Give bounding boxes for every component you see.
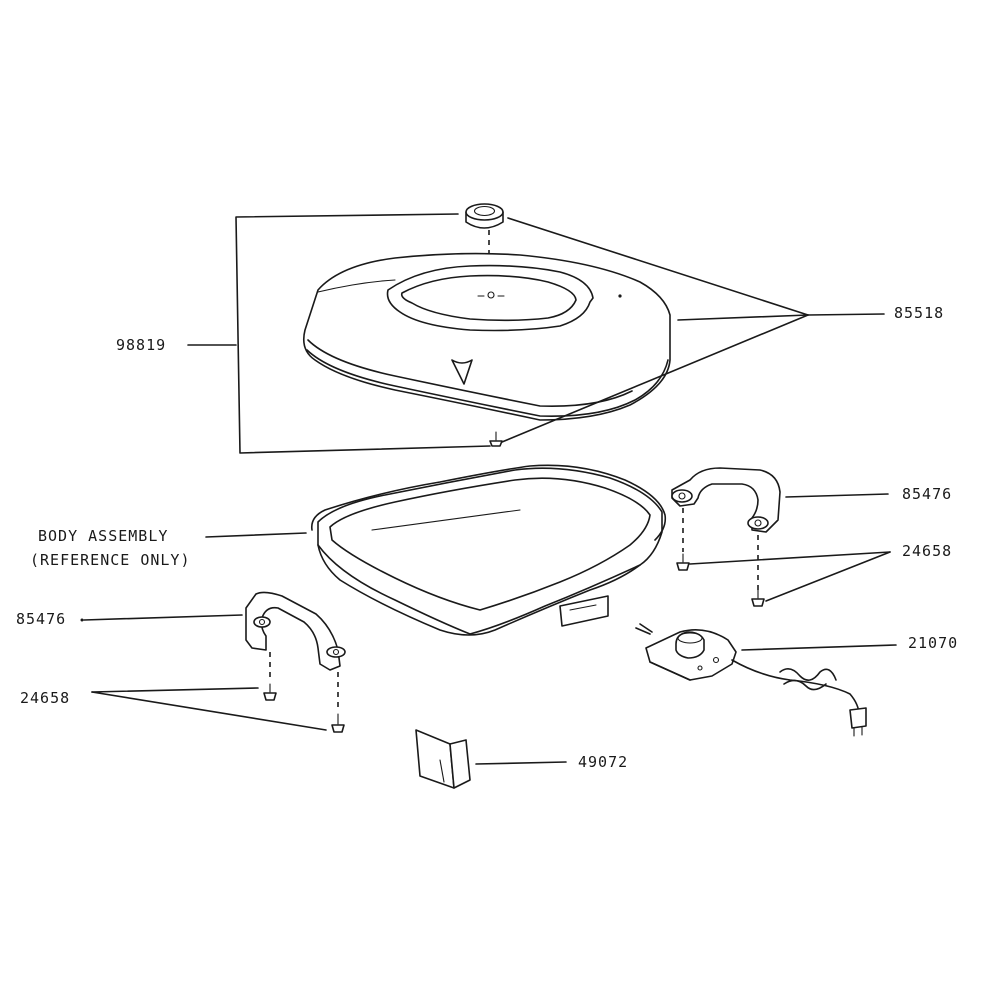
leader-85476-left <box>80 614 243 622</box>
instruction-booklet-drawing <box>415 729 471 789</box>
leader-98819 <box>187 213 491 454</box>
right-handle-drawing <box>671 467 781 533</box>
callout-body-assembly: BODY ASSEMBLY <box>38 527 168 545</box>
leader-24658-right <box>689 551 891 602</box>
callout-85476-right: 85476 <box>902 485 952 503</box>
leader-85518 <box>501 217 885 443</box>
lid-knob <box>465 203 504 229</box>
callout-body-reference: (REFERENCE ONLY) <box>30 551 191 569</box>
callout-85518: 85518 <box>894 304 944 322</box>
left-screws-drawing <box>263 652 345 733</box>
leader-body-assembly <box>205 532 307 538</box>
callout-24658-right: 24658 <box>902 542 952 560</box>
callout-24658-left: 24658 <box>20 689 70 707</box>
callout-85476-left: 85476 <box>16 610 66 628</box>
lid-screw <box>489 431 503 447</box>
left-handle-drawing <box>245 591 346 671</box>
leader-21070 <box>741 644 897 651</box>
leader-24658-left <box>91 687 327 731</box>
callout-98819: 98819 <box>116 336 166 354</box>
lid <box>302 252 671 421</box>
right-screws-drawing <box>676 508 765 607</box>
callout-49072: 49072 <box>578 753 628 771</box>
leader-85476-right <box>785 493 889 498</box>
body-assembly-drawing <box>310 464 667 636</box>
leader-49072 <box>475 761 567 765</box>
lid-assembly-drawing <box>302 203 671 447</box>
temperature-control-drawing <box>635 623 867 737</box>
callout-21070: 21070 <box>908 634 958 652</box>
body-connector-bracket <box>559 595 609 627</box>
